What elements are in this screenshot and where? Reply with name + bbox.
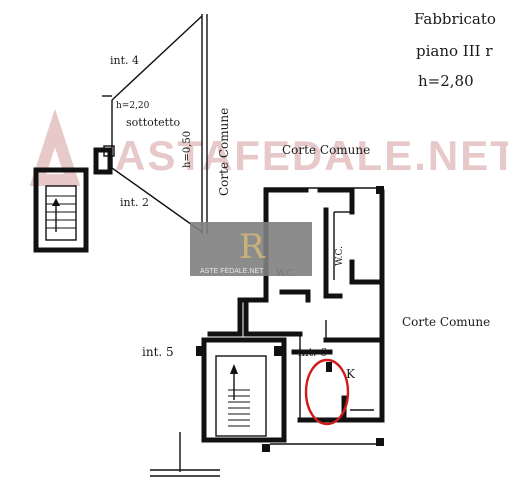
- label-h220: h=2,20: [116, 101, 150, 111]
- label-corte-vertical: Corte Comune: [217, 108, 231, 196]
- label-wc2: W.C.: [335, 246, 345, 266]
- label-k: K: [346, 367, 356, 381]
- lower-stair-block: [196, 337, 287, 443]
- center-logo-mark-icon: R: [239, 227, 266, 267]
- attic-section: int. 4 h=2,20 sottotetto int. 2 h=0,50 C…: [102, 14, 231, 234]
- label-int6: int. 6: [298, 346, 327, 359]
- label-int2: int. 2: [120, 196, 149, 209]
- label-h050: h=0,50: [182, 131, 193, 168]
- center-logo: R ASTE FEDALE.NET: [190, 222, 312, 276]
- highlight-circle: [304, 358, 350, 426]
- watermark: ASTAFEDALE.NET: [29, 108, 508, 186]
- label-sottotetto: sottotetto: [126, 116, 181, 129]
- center-logo-caption: ASTE FEDALE.NET: [200, 268, 264, 275]
- upper-stair-block: [33, 147, 113, 253]
- watermark-logo-icon: [29, 108, 81, 186]
- header-notes: Fabbricato piano III r h=2,80: [414, 10, 496, 90]
- header-building: Fabbricato: [414, 10, 496, 28]
- header-floor: piano III r: [416, 42, 493, 60]
- watermark-text: ASTAFEDALE.NET: [115, 132, 508, 179]
- label-int4: int. 4: [110, 54, 139, 67]
- label-int5: int. 5: [142, 345, 174, 359]
- label-corte-top: Corte Comune: [282, 143, 370, 157]
- header-height: h=2,80: [418, 72, 474, 90]
- label-corte-right: Corte Comune: [402, 315, 490, 329]
